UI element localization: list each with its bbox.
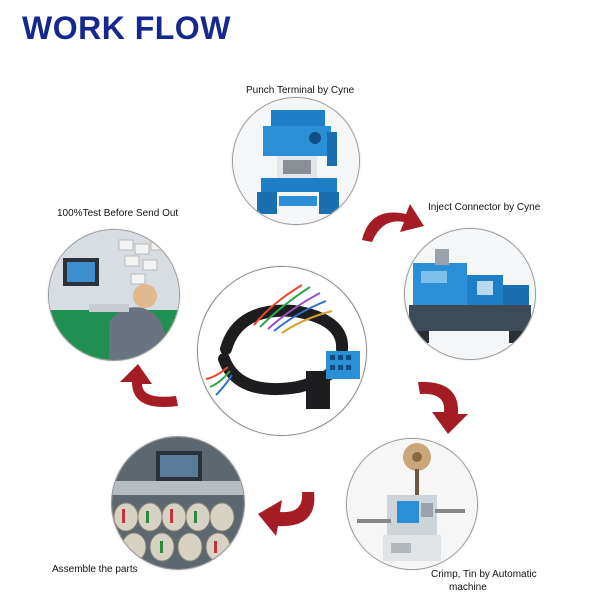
- arrow-icon-assemble-to-test: [120, 364, 178, 407]
- step-label-crimp-line1: Crimp, Tin by Automatic: [431, 569, 537, 580]
- step-label-punch: Punch Terminal by Cyne: [246, 85, 355, 96]
- assembly-line-image: [111, 436, 245, 570]
- arrow-icon-inject-to-crimp: [418, 381, 468, 434]
- step-label-inject: Inject Connector by Cyne: [428, 202, 541, 213]
- arrow-icon-punch-to-inject: [362, 204, 424, 242]
- crimping-machine-image: [346, 438, 478, 570]
- step-label-crimp: Crimp, Tin by Automatic machine: [431, 568, 537, 594]
- arrow-icon-crimp-to-assemble: [258, 492, 315, 536]
- step-label-assemble: Assemble the parts: [52, 564, 138, 575]
- step-label-test: 100%Test Before Send Out: [57, 208, 179, 219]
- page-title: WORK FLOW: [22, 10, 231, 46]
- injection-machine-image: [404, 228, 536, 360]
- step-label-crimp-line2: machine: [449, 582, 487, 593]
- punch-press-image: [232, 97, 360, 225]
- testing-station-image: [48, 229, 180, 361]
- wire-harness-image: [197, 266, 367, 436]
